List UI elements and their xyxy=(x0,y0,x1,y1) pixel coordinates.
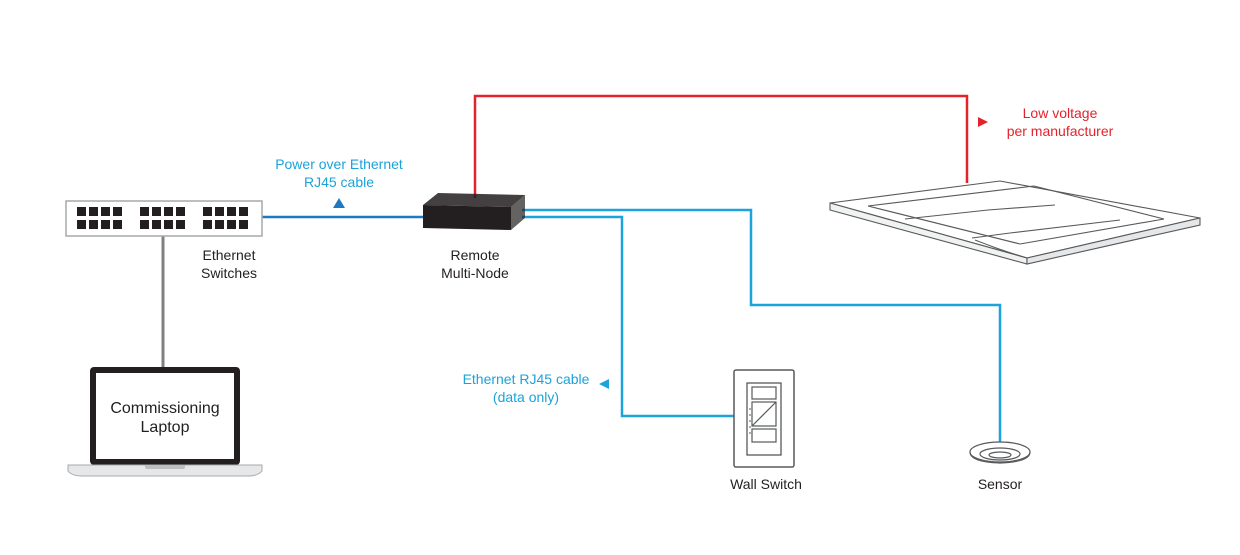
ethernet-switch-icon xyxy=(65,200,263,237)
switch-port xyxy=(140,220,149,229)
switch-port xyxy=(203,220,212,229)
switch-port xyxy=(89,220,98,229)
laptop-icon xyxy=(67,367,263,477)
wall-switch-data-cable xyxy=(522,215,734,418)
laptop-screen-line2: Laptop xyxy=(141,419,190,436)
switch-port xyxy=(227,207,236,216)
switch-port xyxy=(227,220,236,229)
node-label-line2: Multi-Node xyxy=(441,265,509,281)
switches-label-line1: Ethernet xyxy=(203,247,256,263)
low-voltage-label-line2: per manufacturer xyxy=(1007,123,1114,139)
switch-port xyxy=(101,220,110,229)
switch-port xyxy=(176,220,185,229)
sensor-label: Sensor xyxy=(978,476,1023,492)
switch-port xyxy=(176,207,185,216)
switch-port xyxy=(89,207,98,216)
switch-ports xyxy=(77,207,248,229)
cables xyxy=(161,94,1002,446)
low-voltage-label-line1: Low voltage xyxy=(1023,105,1098,121)
poe-label-line2: RJ45 cable xyxy=(304,174,374,190)
labels: Power over Ethernet RJ45 cable Ethernet … xyxy=(110,105,1113,492)
ceiling-light-fixture-icon xyxy=(829,180,1201,265)
switch-port xyxy=(101,207,110,216)
switches-label-line2: Switches xyxy=(201,265,257,281)
switch-port xyxy=(152,207,161,216)
switch-port xyxy=(215,207,224,216)
switch-port xyxy=(113,207,122,216)
low-voltage-arrow-right-icon xyxy=(978,117,988,127)
node-label-line1: Remote xyxy=(450,247,499,263)
data-cable-label-line1: Ethernet RJ45 cable xyxy=(463,371,590,387)
switch-port xyxy=(113,220,122,229)
sensor-data-cable xyxy=(522,208,1002,446)
switch-port xyxy=(152,220,161,229)
switch-port xyxy=(215,220,224,229)
switch-port xyxy=(77,220,86,229)
switch-port xyxy=(140,207,149,216)
poe-arrow-up-icon xyxy=(333,198,345,208)
multi-node-box-icon xyxy=(423,193,525,230)
data-cable-arrow-left-icon xyxy=(599,379,609,389)
low-voltage-cable xyxy=(473,94,969,198)
switch-port xyxy=(164,207,173,216)
switch-port xyxy=(164,220,173,229)
data-cable-label-line2: (data only) xyxy=(493,389,559,405)
switch-port xyxy=(239,220,248,229)
wall-switch-icon xyxy=(733,369,795,468)
switch-port xyxy=(203,207,212,216)
wall-switch-label: Wall Switch xyxy=(730,476,802,492)
poe-label-line1: Power over Ethernet xyxy=(275,156,403,172)
laptop-screen-line1: Commissioning xyxy=(110,400,219,417)
ceiling-sensor-icon xyxy=(969,441,1031,464)
switch-port xyxy=(239,207,248,216)
switch-port xyxy=(77,207,86,216)
